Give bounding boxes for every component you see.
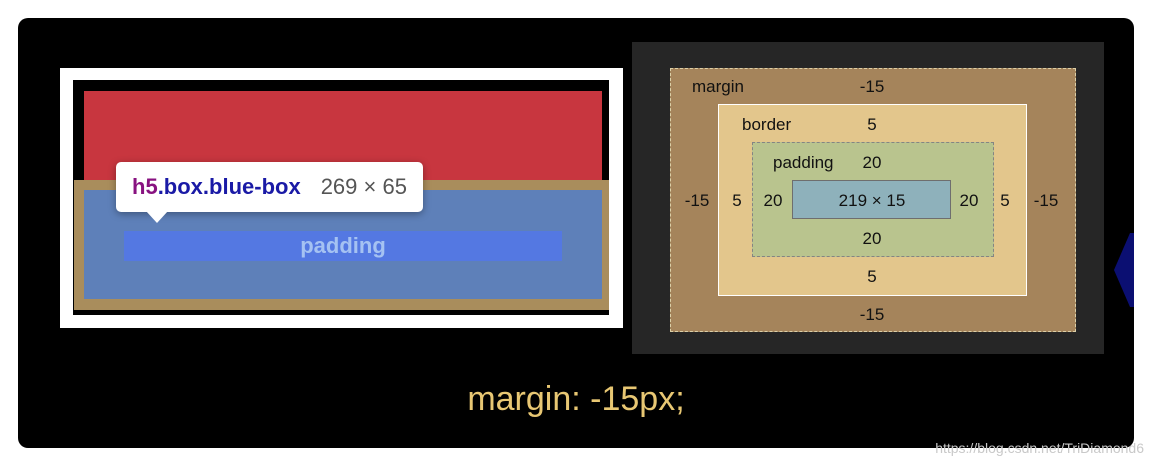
border-top-value[interactable]: 5 bbox=[867, 115, 877, 134]
tooltip-selector: h5.box.blue-box bbox=[132, 174, 301, 200]
box-model-panel: margin -15 -15 -15 -15 border 5 5 5 5 pa… bbox=[632, 42, 1104, 354]
border-bottom-value[interactable]: 5 bbox=[867, 267, 877, 286]
padding-label: padding bbox=[300, 233, 386, 258]
content-size-value[interactable]: 219 × 15 bbox=[838, 191, 906, 210]
element-tooltip: h5.box.blue-box 269 × 65 bbox=[116, 162, 423, 223]
side-decoration bbox=[1114, 233, 1134, 307]
element-preview: padding h5.box.blue-box 269 × 65 bbox=[60, 68, 623, 328]
watermark: https://blog.csdn.net/TriDiamond6 bbox=[935, 440, 1144, 456]
margin-right-value[interactable]: -15 bbox=[1033, 191, 1059, 210]
padding-left-value[interactable]: 20 bbox=[763, 191, 783, 210]
tooltip-size: 269 × 65 bbox=[320, 174, 407, 199]
tooltip-tag: h5 bbox=[132, 174, 158, 199]
caption: margin: -15px; bbox=[467, 380, 685, 418]
tooltip-classes: .box.blue-box bbox=[157, 174, 301, 199]
screenshot-frame: padding h5.box.blue-box 269 × 65 margin … bbox=[18, 18, 1134, 448]
tooltip-arrow bbox=[146, 211, 168, 223]
border-label: border bbox=[742, 115, 792, 134]
margin-label: margin bbox=[692, 77, 744, 96]
border-right-value[interactable]: 5 bbox=[1000, 191, 1010, 210]
margin-top-value[interactable]: -15 bbox=[859, 77, 885, 96]
border-left-value[interactable]: 5 bbox=[732, 191, 742, 210]
padding-box-label: padding bbox=[773, 153, 834, 172]
margin-bottom-value[interactable]: -15 bbox=[859, 305, 885, 324]
padding-right-value[interactable]: 20 bbox=[959, 191, 979, 210]
padding-bottom-value[interactable]: 20 bbox=[862, 229, 882, 248]
content-highlight bbox=[124, 231, 562, 261]
box-model-content[interactable] bbox=[792, 180, 951, 219]
margin-left-value[interactable]: -15 bbox=[684, 191, 710, 210]
padding-top-value[interactable]: 20 bbox=[862, 153, 882, 172]
